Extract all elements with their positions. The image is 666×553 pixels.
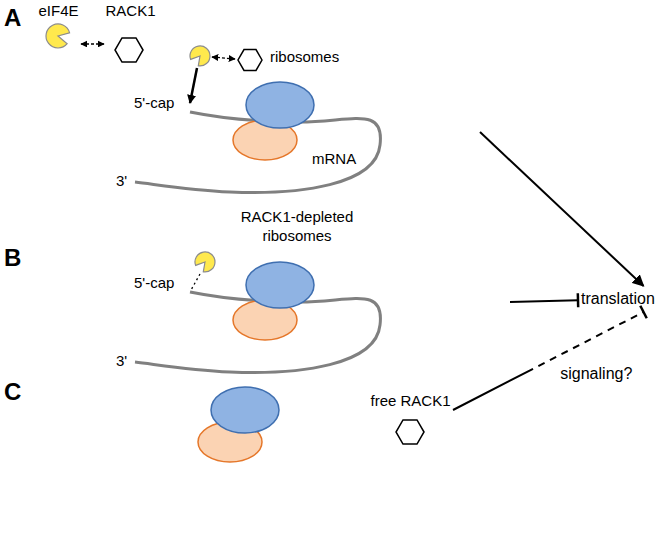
inhibition-line: [510, 300, 578, 302]
panel-letter: B: [4, 244, 21, 273]
mrna-strand: [135, 292, 380, 372]
panel-letter: A: [4, 4, 21, 33]
node-label: translation: [581, 289, 655, 309]
node-label: RACK1: [104, 2, 157, 21]
end-label: 3': [116, 352, 127, 370]
interaction-arrow: [212, 57, 235, 59]
cap-label: 5'-cap: [134, 94, 174, 112]
eif4e-shape: [195, 252, 215, 272]
node-label: ribosomes: [270, 48, 339, 67]
panel-letter: C: [4, 378, 21, 407]
node-label: eIF4E: [36, 2, 81, 21]
rack1-hexagon: [115, 38, 143, 62]
node-label: free RACK1: [368, 392, 453, 411]
edge-label: signaling?: [558, 365, 634, 383]
translation-node: translation: [578, 286, 662, 312]
eif4e-shape: [46, 24, 70, 48]
cap-label: 5'-cap: [134, 274, 174, 292]
protein-rack1: RACK1: [104, 2, 157, 68]
end-label: 3': [116, 172, 127, 190]
inhibition-line: [453, 312, 644, 410]
activation-arrow: [480, 132, 644, 286]
interaction-arrow: [81, 43, 104, 44]
eif4e-shape: [190, 46, 210, 66]
mrna-strand: [135, 112, 380, 192]
node-label: RACK1-depleted ribosomes: [230, 208, 364, 246]
rack1-hexagon: [396, 420, 424, 444]
cap-binding-arrow: [190, 68, 197, 103]
large-subunit: [211, 387, 279, 433]
ribosome-complex: ribosomes: [112, 44, 480, 204]
weak-binding-line: [191, 274, 200, 290]
protein-eif4e: eIF4E: [36, 2, 81, 50]
large-subunit: [246, 262, 314, 308]
rack1-hexagon: [238, 50, 262, 71]
large-subunit: [246, 82, 314, 128]
protein-rack1: free RACK1: [368, 392, 453, 452]
mrna-label: mRNA: [312, 150, 356, 168]
